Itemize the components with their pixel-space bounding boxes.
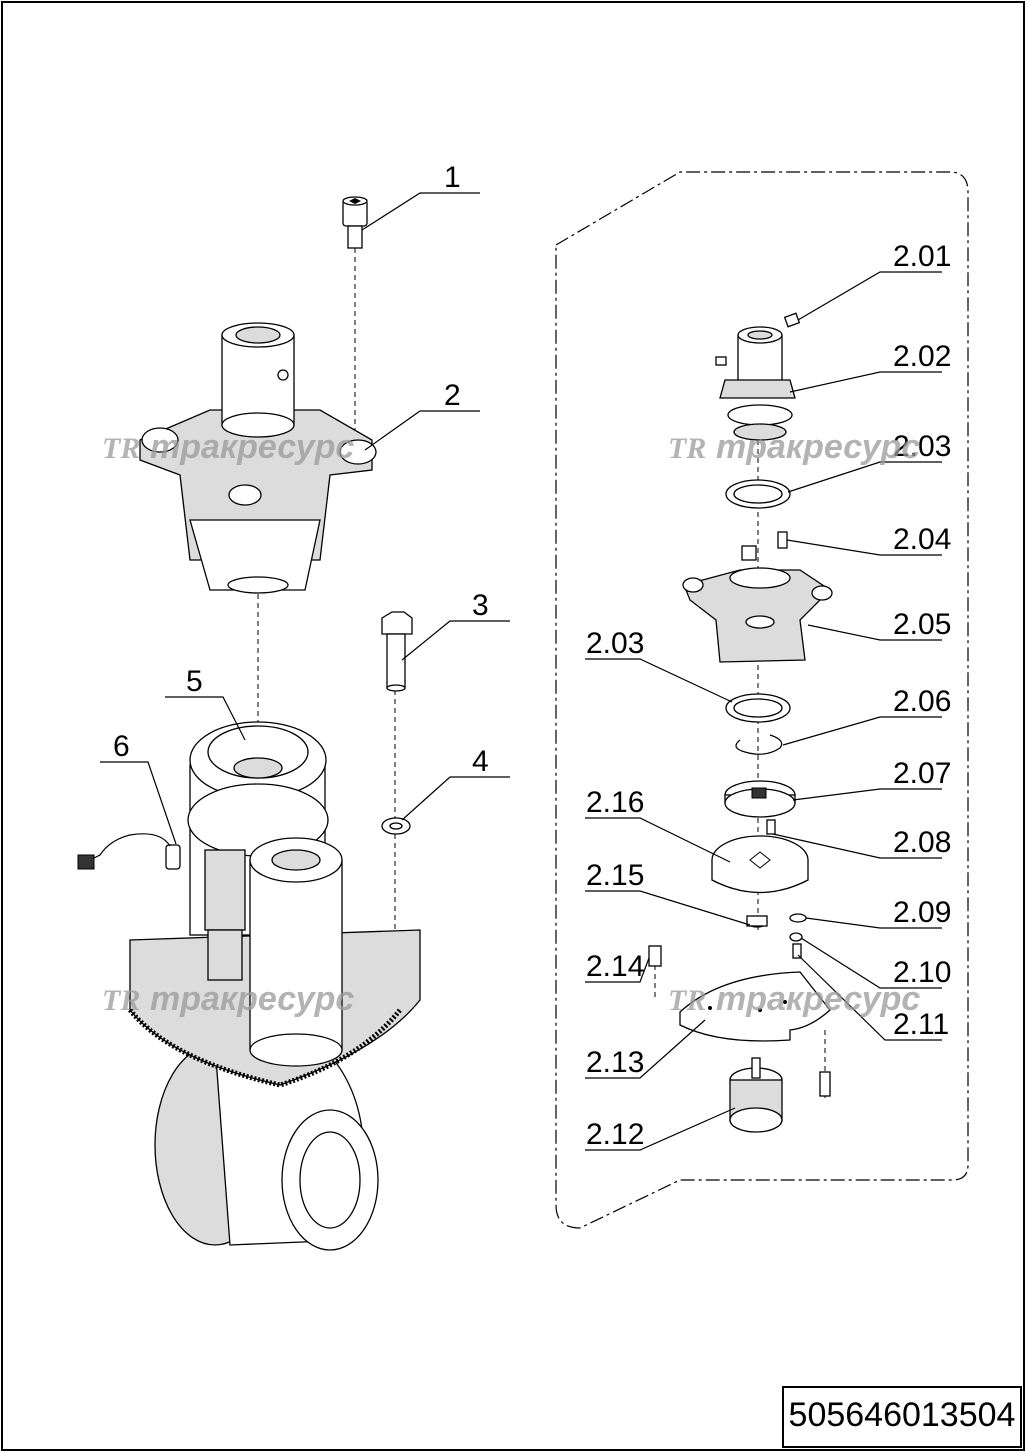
watermark-2: TR тракресурс [668,428,920,466]
callout-2-13: 2.13 [586,1046,644,1079]
callout-4: 4 [472,745,489,778]
washer-part-210 [789,932,803,942]
bolt-part-3 [381,611,413,692]
callout-2-09: 2.09 [893,896,951,929]
housing-part-2 [139,322,377,594]
callout-2-08: 2.08 [893,826,951,859]
callout-2-05: 2.05 [893,608,951,641]
svg-text:TR: TR [102,432,140,465]
callout-2-15: 2.15 [586,859,644,892]
screw-part-204 [777,531,788,549]
screw-part-1 [342,196,368,249]
svg-text:тракресурс: тракресурс [150,980,354,1018]
pin-part-208 [766,819,776,835]
screw-part-201 [783,312,801,328]
watermark-4: TR тракресурс [668,980,920,1018]
disk-part-207 [724,780,796,818]
callout-2-03-lower: 2.03 [586,627,644,660]
callout-5: 5 [186,665,203,698]
callout-2-06: 2.06 [893,685,951,718]
svg-text:тракресурс: тракресурс [716,428,920,466]
svg-text:тракресурс: тракресурс [150,428,354,466]
callout-1: 1 [444,161,461,194]
sensor-part-6 [77,833,181,870]
callout-2-04: 2.04 [893,523,951,556]
callout-2-12: 2.12 [586,1118,644,1151]
callout-2-07: 2.07 [893,757,951,790]
callout-2-02: 2.02 [893,340,951,373]
cover-part-216 [711,835,809,894]
drive-unit-part-5 [128,721,421,1251]
callout-2-14: 2.14 [586,950,644,983]
svg-text:TR: TR [668,984,706,1017]
detail-enclosure [555,171,969,1229]
screw-part-214 [648,945,662,967]
callout-2-11: 2.11 [893,1008,949,1041]
callout-3: 3 [472,589,489,622]
watermark-1: TR тракресурс [102,428,354,466]
callout-2-16: 2.16 [586,786,644,819]
sleeve-part-215 [746,915,768,928]
cartridge-part-202 [719,326,796,441]
screw-part-212-side [819,1071,831,1097]
seal-part-203-upper [725,479,791,509]
leader-lines [100,192,942,1151]
watermark-3: TR тракресурс [102,980,354,1018]
washer-part-209 [789,913,807,923]
seal-part-203-lower [725,693,791,723]
callout-2-10: 2.10 [893,956,951,989]
document-number-box: 505646013504 [782,1386,1022,1448]
document-number: 505646013504 [788,1396,1016,1434]
washer-part-4 [381,817,411,835]
screw-part-211 [792,943,802,959]
svg-text:TR: TR [102,984,140,1017]
svg-text:TR: TR [668,432,706,465]
callout-2-01: 2.01 [893,240,951,273]
screw-part-201b [715,356,727,366]
callout-2: 2 [444,379,461,412]
component-part-212 [729,1057,783,1133]
snap-ring-part-206 [735,734,783,755]
callout-6: 6 [113,730,130,763]
plate-part-213 [679,971,831,1042]
callout-2-03-upper: 2.03 [893,430,951,463]
svg-text:тракресурс: тракресурс [716,980,920,1018]
housing-part-205 [682,545,833,663]
